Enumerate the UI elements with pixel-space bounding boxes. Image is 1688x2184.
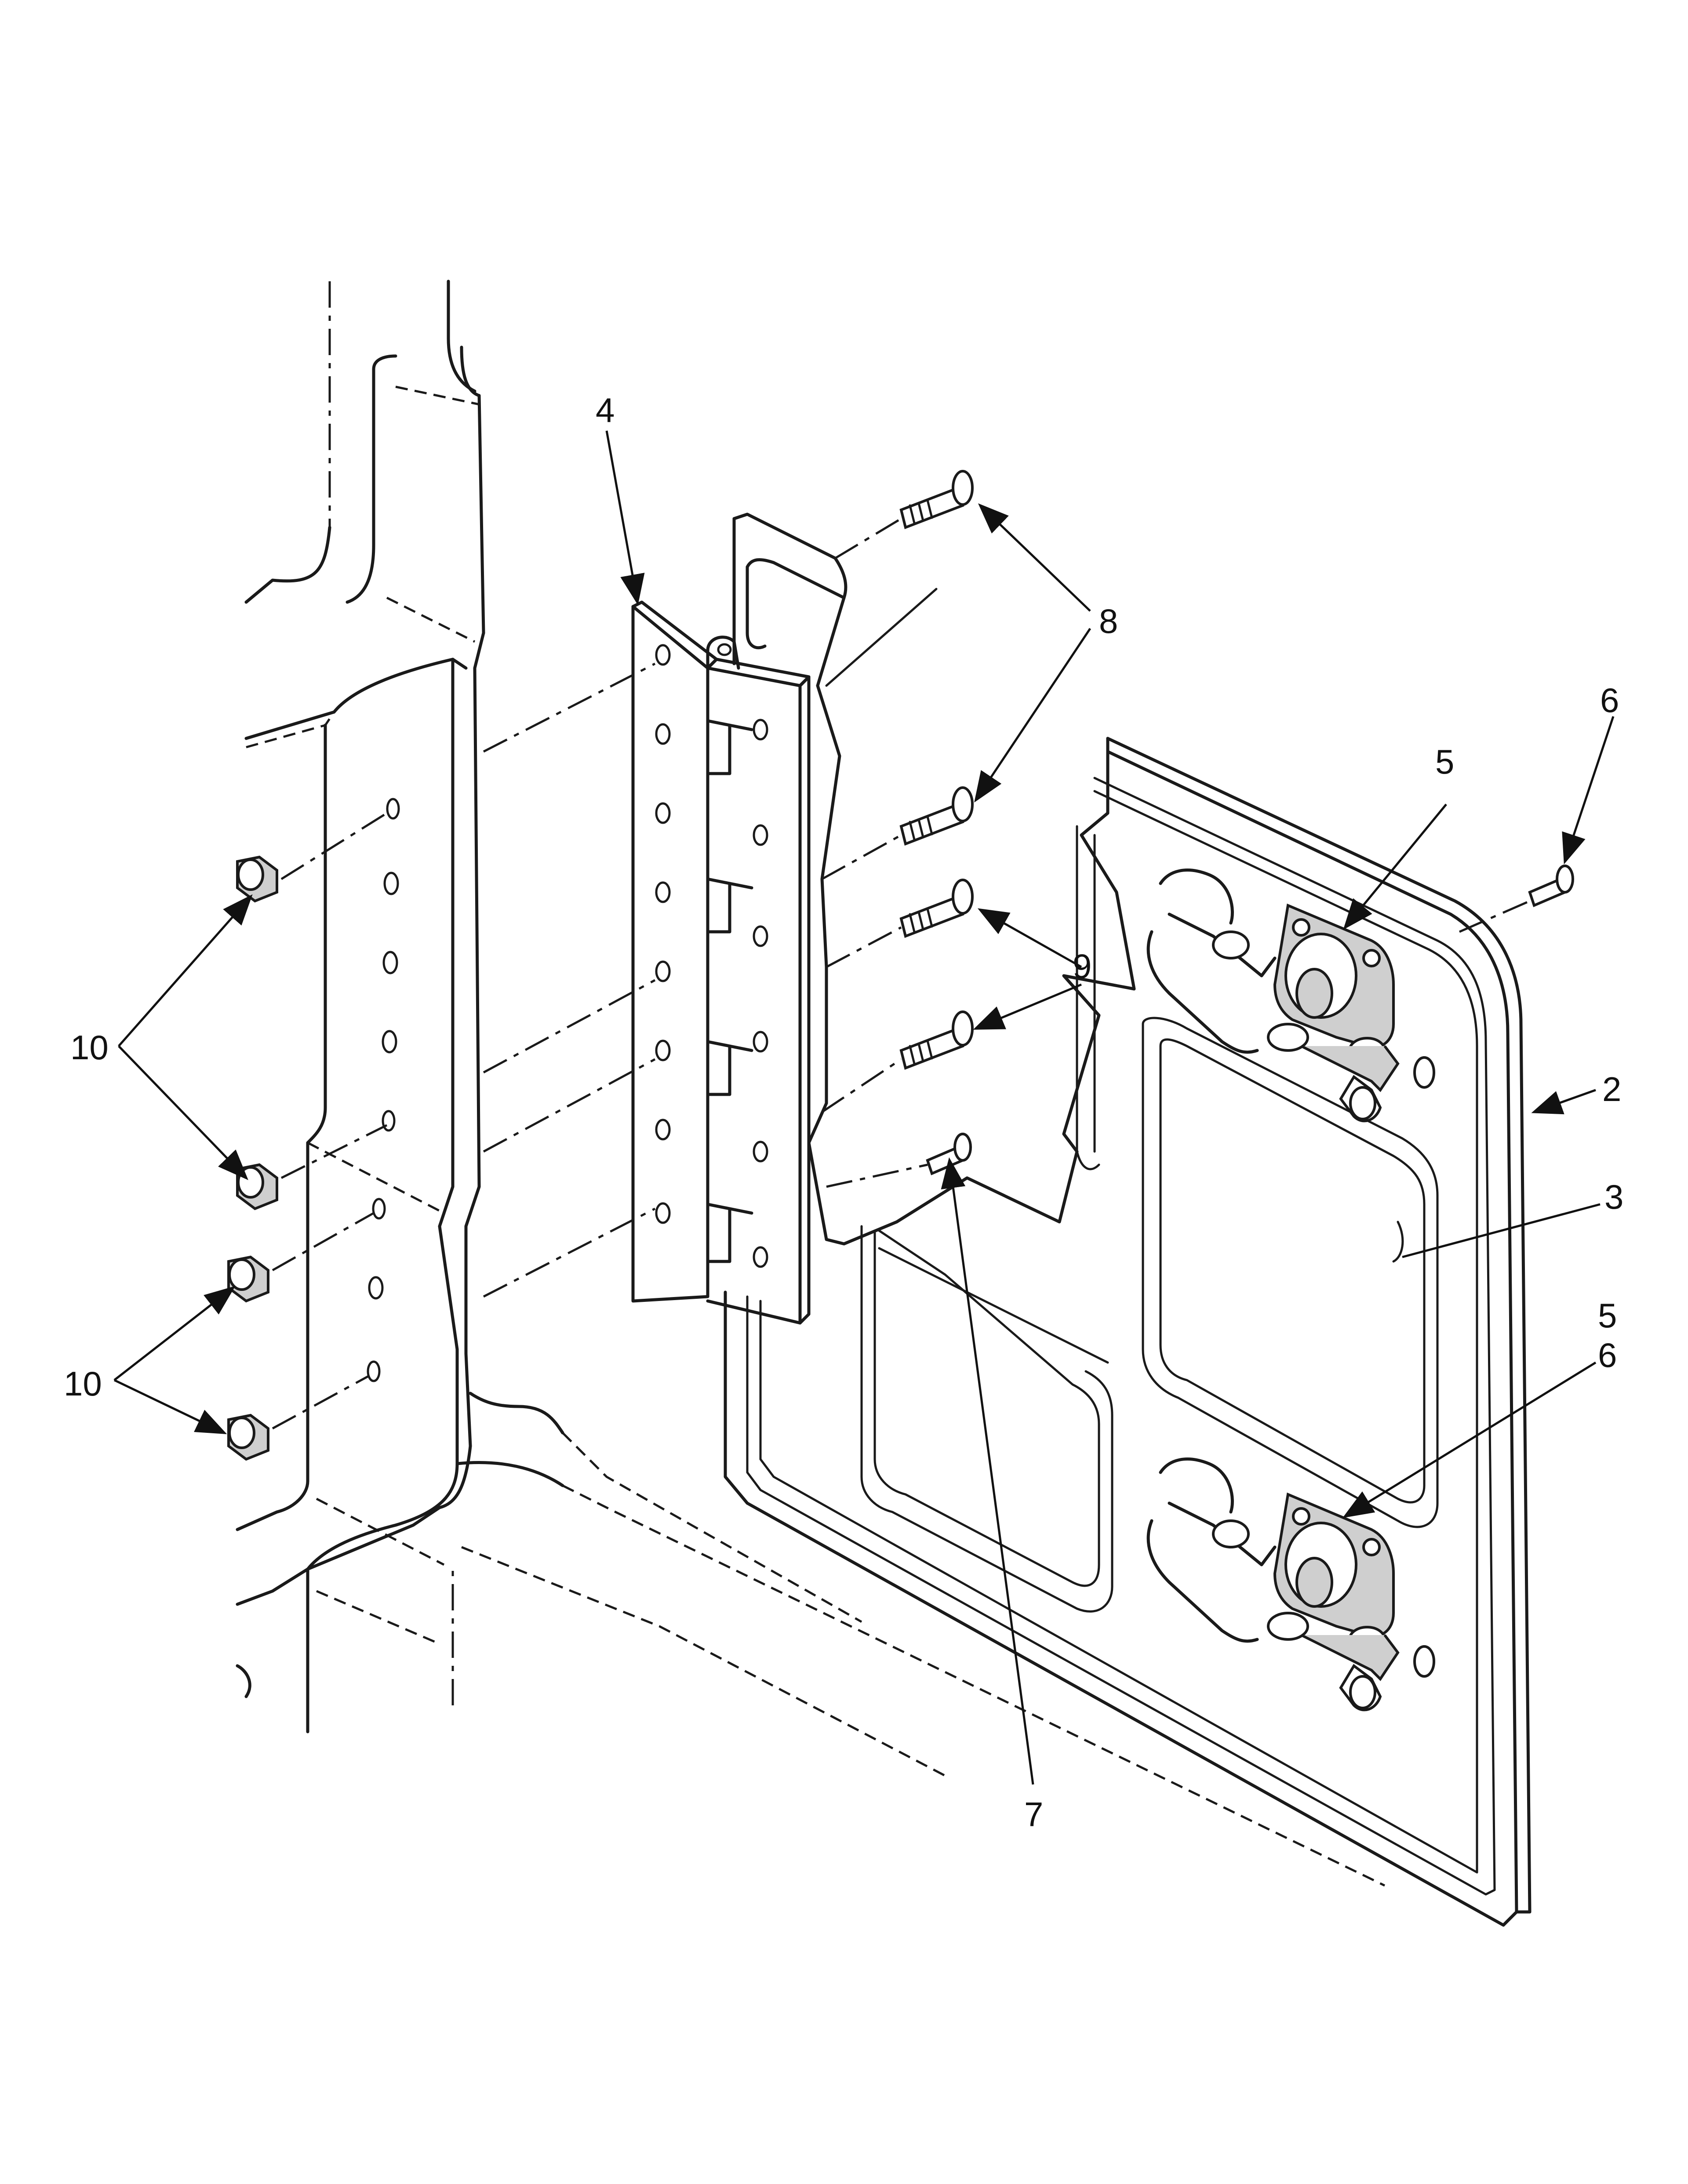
callout-7: 7 bbox=[1024, 1795, 1043, 1834]
bolt-item9-upper bbox=[899, 879, 974, 938]
callout-6-lower: 6 bbox=[1598, 1336, 1617, 1374]
callout-10-lower: 10 bbox=[64, 1364, 102, 1403]
nut-1 bbox=[236, 855, 278, 903]
callout-4: 4 bbox=[596, 391, 615, 429]
callout-10-upper: 10 bbox=[70, 1028, 109, 1067]
callout-9: 9 bbox=[1073, 947, 1091, 985]
callout-5-upper: 5 bbox=[1435, 742, 1454, 781]
cutaway-section bbox=[807, 556, 1136, 1364]
callout-6-upper: 6 bbox=[1600, 681, 1619, 720]
callout-2: 2 bbox=[1602, 1070, 1621, 1108]
frame-bolt-holes bbox=[367, 798, 400, 1382]
hinge-assembly bbox=[631, 600, 811, 1325]
nut-3 bbox=[227, 1255, 269, 1303]
bolt-item8-lower bbox=[899, 786, 974, 846]
nuts-item10 bbox=[227, 855, 278, 1461]
screw-item6 bbox=[1528, 865, 1574, 908]
door-frame-structure bbox=[236, 280, 1386, 1887]
bolt-item9-lower bbox=[899, 1010, 974, 1070]
callout-8: 8 bbox=[1099, 602, 1118, 640]
alignment-lines bbox=[272, 517, 1531, 1430]
door-panel bbox=[724, 512, 1532, 1927]
hinge-holes-right bbox=[753, 719, 768, 1268]
callout-3: 3 bbox=[1604, 1177, 1623, 1216]
latch-upper bbox=[1146, 869, 1435, 1123]
nut-2 bbox=[236, 1163, 278, 1210]
leader-lines bbox=[113, 430, 1615, 1785]
callout-labels: 4 8 6 5 9 10 2 3 5 6 10 7 bbox=[64, 391, 1623, 1834]
latch-lower bbox=[1146, 1457, 1435, 1712]
bolt-item8-upper bbox=[899, 470, 974, 530]
screw-item7 bbox=[926, 1133, 972, 1176]
nut-4 bbox=[227, 1414, 269, 1461]
hinge-holes-left bbox=[655, 644, 671, 1224]
callout-5-lower: 5 bbox=[1598, 1296, 1617, 1335]
